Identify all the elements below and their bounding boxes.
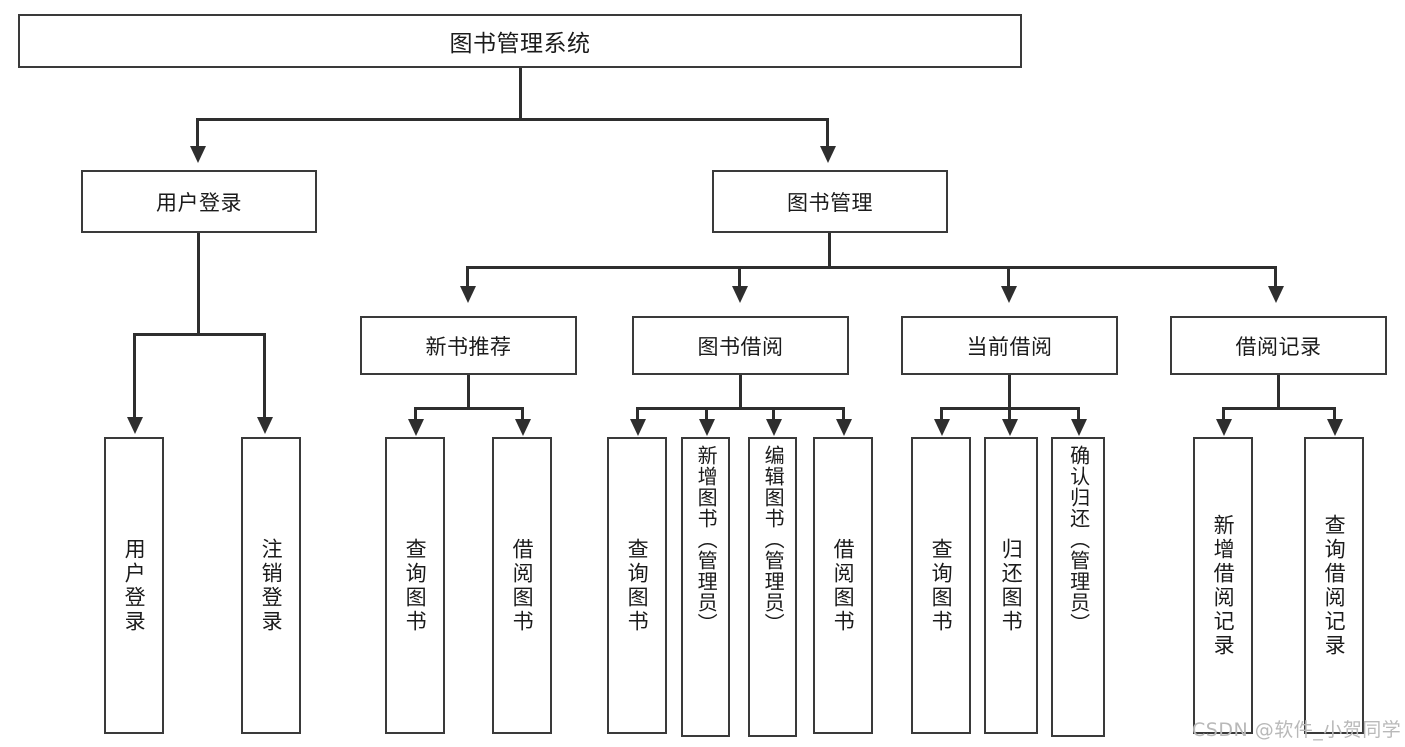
arrow-to-new-book-recommend xyxy=(460,286,476,303)
connector-new-book-drop-2 xyxy=(521,407,524,421)
node-label: 当前借阅 xyxy=(966,334,1053,359)
connector-borrow-record-drop-1 xyxy=(1222,407,1225,421)
node-borrow-record[interactable]: 借阅记录 xyxy=(1170,316,1387,375)
connector-current-borrow-drop-3 xyxy=(1077,407,1080,421)
node-label: 借阅图书 xyxy=(510,537,535,634)
node-label: 借阅图书 xyxy=(831,537,856,634)
leaf-query-book-3[interactable]: 查询图书 xyxy=(911,437,971,734)
node-book-borrow[interactable]: 图书借阅 xyxy=(632,316,849,375)
arrow-to-leaf-query-book-3 xyxy=(934,419,950,436)
connector-book-borrow-drop-2 xyxy=(705,407,708,421)
arrow-to-leaf-add-record xyxy=(1216,419,1232,436)
leaf-borrow-book-2[interactable]: 借阅图书 xyxy=(813,437,873,734)
connector-to-user-login xyxy=(196,118,199,148)
node-label: 用户登录 xyxy=(156,190,242,215)
connector-borrow-record-bus xyxy=(1222,407,1336,410)
connector-new-book-bus xyxy=(414,407,524,410)
connector-root-stem xyxy=(519,68,522,118)
node-current-borrow[interactable]: 当前借阅 xyxy=(901,316,1118,375)
connector-user-login-stem xyxy=(197,233,200,335)
node-label: 编辑图书（管理员） xyxy=(761,445,786,634)
node-label: 归还图书 xyxy=(999,537,1024,634)
leaf-return-book[interactable]: 归还图书 xyxy=(984,437,1038,734)
connector-level2-bus xyxy=(196,118,828,121)
arrow-to-user-login xyxy=(190,146,206,163)
connector-book-borrow-stem xyxy=(739,375,742,409)
leaf-query-book-1[interactable]: 查询图书 xyxy=(385,437,445,734)
leaf-user-logout[interactable]: 注销登录 xyxy=(241,437,301,734)
arrow-to-leaf-query-record xyxy=(1327,419,1343,436)
connector-level3-bus xyxy=(466,266,1277,269)
leaf-user-login[interactable]: 用户登录 xyxy=(104,437,164,734)
arrow-to-leaf-user-login xyxy=(127,417,143,434)
connector-to-book-management xyxy=(826,118,829,148)
leaf-query-book-2[interactable]: 查询图书 xyxy=(607,437,667,734)
node-label: 用户登录 xyxy=(122,537,147,634)
node-label: 图书管理系统 xyxy=(449,31,591,57)
leaf-add-book[interactable]: 新增图书（管理员） xyxy=(681,437,730,737)
connector-book-borrow-drop-1 xyxy=(636,407,639,421)
connector-to-borrow-record xyxy=(1274,266,1277,288)
connector-user-login-drop-1 xyxy=(133,333,136,419)
leaf-edit-book[interactable]: 编辑图书（管理员） xyxy=(748,437,797,737)
arrow-to-leaf-return-book xyxy=(1002,419,1018,436)
arrow-to-leaf-borrow-book-2 xyxy=(836,419,852,436)
node-label: 确认归还（管理员） xyxy=(1066,445,1091,634)
connector-borrow-record-stem xyxy=(1277,375,1280,409)
connector-book-borrow-bus xyxy=(636,407,845,410)
connector-book-management-stem xyxy=(828,233,831,269)
connector-to-current-borrow xyxy=(1007,266,1010,288)
connector-current-borrow-drop-2 xyxy=(1008,407,1011,421)
node-label: 图书管理 xyxy=(787,190,873,215)
connector-borrow-record-drop-2 xyxy=(1333,407,1336,421)
node-label: 查询图书 xyxy=(403,537,428,634)
node-label: 借阅记录 xyxy=(1235,334,1322,359)
node-label: 查询图书 xyxy=(929,537,954,634)
node-user-login[interactable]: 用户登录 xyxy=(81,170,317,233)
leaf-add-record[interactable]: 新增借阅记录 xyxy=(1193,437,1253,734)
node-label: 查询图书 xyxy=(625,537,650,634)
node-label: 新增借阅记录 xyxy=(1211,513,1236,658)
arrow-to-leaf-user-logout xyxy=(257,417,273,434)
node-label: 新增图书（管理员） xyxy=(694,445,719,634)
arrow-to-leaf-edit-book xyxy=(766,419,782,436)
connector-user-login-drop-2 xyxy=(263,333,266,419)
leaf-query-record[interactable]: 查询借阅记录 xyxy=(1304,437,1364,734)
arrow-to-leaf-query-book-2 xyxy=(630,419,646,436)
connector-user-login-bus xyxy=(133,333,266,336)
arrow-to-leaf-query-book-1 xyxy=(408,419,424,436)
connector-book-borrow-drop-4 xyxy=(842,407,845,421)
arrow-to-current-borrow xyxy=(1001,286,1017,303)
arrow-to-leaf-confirm-return xyxy=(1071,419,1087,436)
connector-current-borrow-drop-1 xyxy=(940,407,943,421)
connector-to-new-book-recommend xyxy=(466,266,469,288)
arrow-to-book-borrow xyxy=(732,286,748,303)
node-label: 图书借阅 xyxy=(697,334,784,359)
node-root-system[interactable]: 图书管理系统 xyxy=(18,14,1022,68)
node-new-book-recommend[interactable]: 新书推荐 xyxy=(360,316,577,375)
connector-new-book-stem xyxy=(467,375,470,409)
csdn-watermark: CSDN @软件_小贺同学 xyxy=(1192,719,1402,741)
arrow-to-leaf-borrow-book-1 xyxy=(515,419,531,436)
arrow-to-borrow-record xyxy=(1268,286,1284,303)
connector-book-borrow-drop-3 xyxy=(772,407,775,421)
node-label: 注销登录 xyxy=(259,537,284,634)
node-book-management[interactable]: 图书管理 xyxy=(712,170,948,233)
connector-new-book-drop-1 xyxy=(414,407,417,421)
leaf-confirm-return[interactable]: 确认归还（管理员） xyxy=(1051,437,1105,737)
arrow-to-leaf-add-book xyxy=(699,419,715,436)
arrow-to-book-management xyxy=(820,146,836,163)
connector-current-borrow-stem xyxy=(1008,375,1011,409)
leaf-borrow-book-1[interactable]: 借阅图书 xyxy=(492,437,552,734)
node-label: 查询借阅记录 xyxy=(1322,513,1347,658)
node-label: 新书推荐 xyxy=(425,334,512,359)
connector-to-book-borrow xyxy=(738,266,741,288)
